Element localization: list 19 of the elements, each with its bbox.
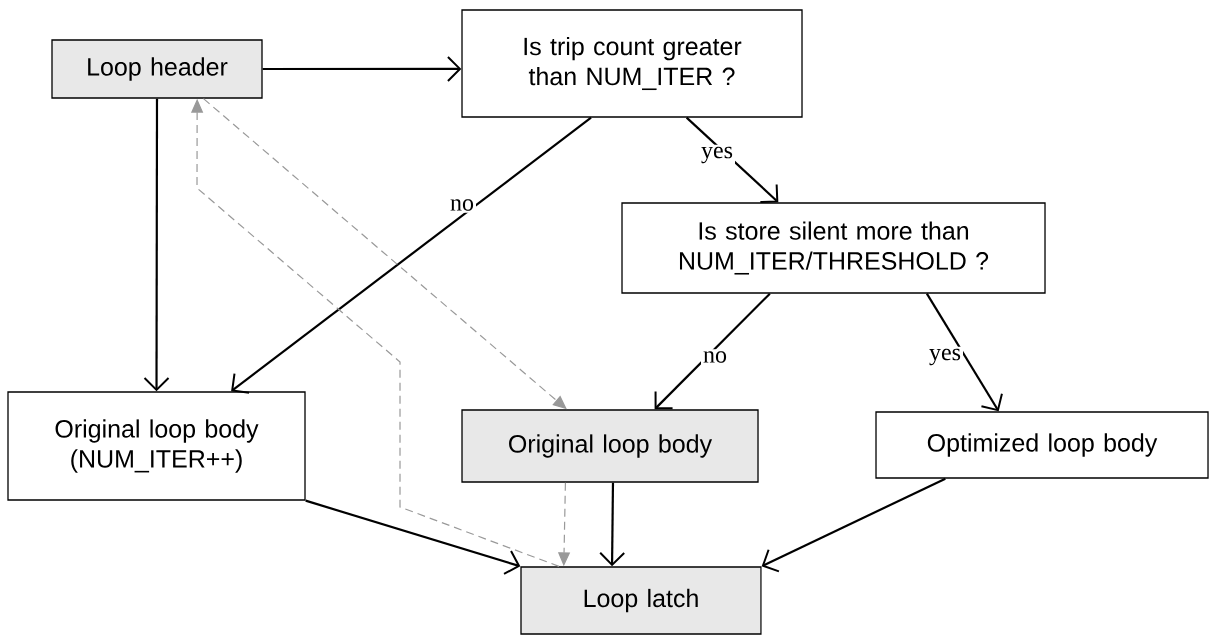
arrow <box>599 482 626 567</box>
arrow <box>231 116 592 394</box>
edge-label: no <box>701 349 729 365</box>
arrow <box>925 293 1003 412</box>
edge-label: yes <box>927 346 963 368</box>
process-box: Original loop body (NUM_ITER++) <box>7 391 306 501</box>
arrow <box>262 55 462 82</box>
process-box: Is trip count greater than NUM_ITER ? <box>461 9 803 118</box>
edge-label: no <box>448 197 476 213</box>
arrow <box>654 292 771 410</box>
process-box: Optimized loop body <box>875 411 1209 479</box>
edge-label: yes <box>699 144 735 166</box>
process-box: Loop latch <box>520 566 762 635</box>
arrow <box>143 98 170 392</box>
process-box: Is store silent more than NUM_ITER/THRESHOLD ? <box>621 202 1046 294</box>
process-box: Loop header <box>51 39 263 99</box>
arrow <box>761 477 946 573</box>
process-box: Original loop body <box>461 409 759 483</box>
arrow <box>305 499 521 575</box>
